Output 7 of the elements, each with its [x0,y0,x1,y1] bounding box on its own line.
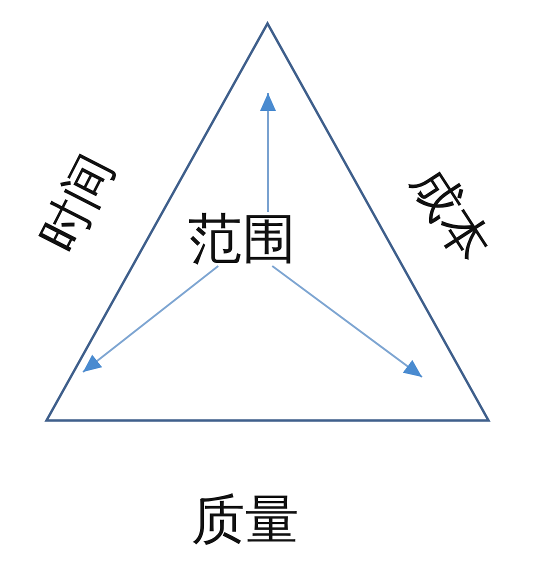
arrow [272,265,423,378]
side-label: 时间 [32,147,122,259]
base-label: 质量 [191,493,299,547]
center-label: 范围 [188,212,296,266]
arrow [82,265,219,373]
arrow [260,93,276,212]
side-label: 成本 [402,158,500,270]
